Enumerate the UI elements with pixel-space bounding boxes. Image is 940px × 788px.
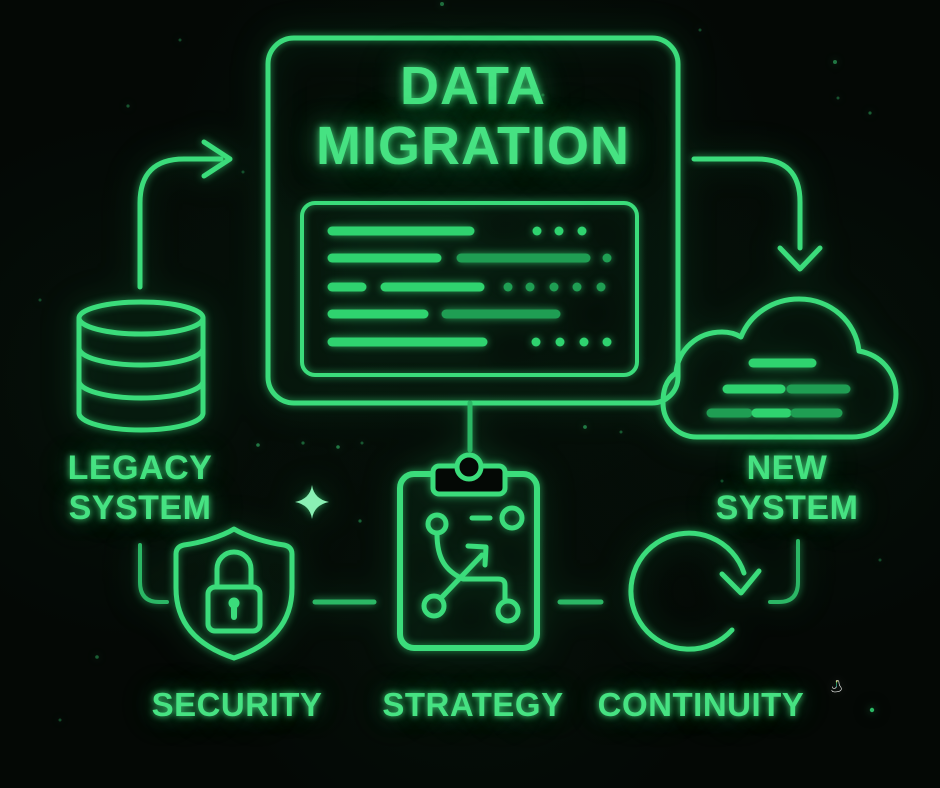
migration-panel-border (265, 35, 681, 406)
strategy-label-text: STRATEGY (382, 686, 564, 723)
monitor-screen-icon (300, 201, 639, 377)
title-line-2: MIGRATION (316, 116, 630, 176)
clipboard-clip-ring (454, 452, 484, 482)
arrow-down-icon (691, 156, 823, 272)
cloud-data-lines (706, 358, 851, 418)
new-label-line2: SYSTEM (715, 489, 859, 527)
lock-body (205, 584, 263, 634)
page-title: DATA MIGRATION (268, 56, 678, 176)
legacy-label-line2: SYSTEM (68, 489, 212, 527)
background-star-dots (38, 2, 882, 722)
screen-data-dots (503, 226, 612, 347)
database-icon (76, 299, 206, 433)
connector-newsystem-continuity (768, 539, 800, 604)
new-label-line1: NEW (746, 449, 828, 487)
security-label-text: SECURITY (151, 686, 323, 723)
label-legacy-system: LEGACY SYSTEM (30, 448, 250, 528)
logo-inner-hook (832, 685, 837, 689)
lock-keyhole (228, 597, 240, 609)
lock-shackle (214, 549, 254, 590)
brand-logo (831, 680, 842, 693)
label-new-system: NEW SYSTEM (677, 448, 897, 528)
sparkle-star-icon (295, 485, 329, 519)
label-strategy: STRATEGY (343, 687, 603, 723)
screen-data-lines (327, 226, 591, 347)
strategy-diagram (421, 505, 525, 624)
arrow-right-icon (137, 139, 233, 290)
label-security: SECURITY (107, 687, 367, 723)
bottom-connectors (138, 539, 800, 605)
cloud-data-icon (660, 296, 899, 440)
label-continuity: CONTINUITY (561, 687, 841, 723)
logo-outer-j (831, 680, 842, 693)
logo-inner-j-gradient (835, 680, 839, 687)
shield-lock-icon (173, 526, 295, 661)
connector-legacy-security (138, 543, 169, 604)
continuity-label-text: CONTINUITY (597, 686, 805, 723)
legacy-label-line1: LEGACY (67, 449, 213, 487)
title-line-1: DATA (400, 56, 546, 116)
refresh-arrow-icon (628, 530, 762, 652)
clipboard-strategy-icon (397, 452, 540, 651)
